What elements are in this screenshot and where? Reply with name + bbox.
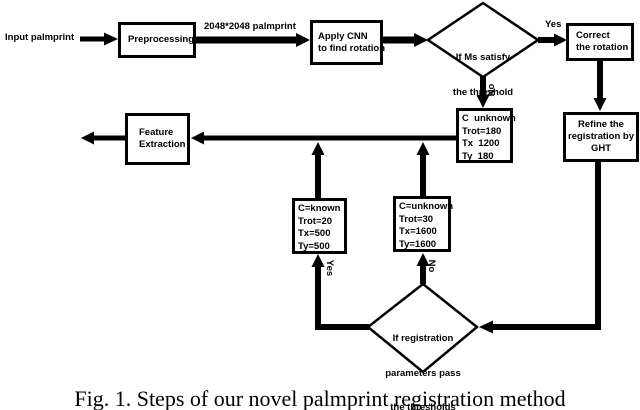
arrowhead-diamond-to-correct: [554, 33, 567, 47]
param-line: Tx 1200: [462, 138, 500, 149]
node-refine-ght-line: GHT: [590, 143, 612, 154]
arrowhead-input-to-preprocessing: [104, 32, 118, 46]
param-line: C=unknown: [399, 201, 454, 212]
node-apply-cnn: Apply CNN to find rotation: [310, 20, 386, 65]
node-correct-rotation-line: the rotation: [576, 42, 629, 53]
param-line: Trot=20: [298, 215, 333, 227]
decision-line: parameters pass: [385, 367, 461, 379]
decision-line: the thresholds: [390, 402, 456, 410]
decision-ms-threshold-text: If Ms satisfy the threshold: [433, 29, 533, 121]
arrowhead-refine-to-diamond: [479, 320, 493, 334]
param-line: Ty 180: [462, 150, 494, 162]
node-params-unknown-180: C unknown Trot=180 Tx 1200 Ty 180: [456, 108, 516, 163]
param-line: Trot=30: [399, 213, 434, 225]
no-label-bottom: No: [426, 259, 437, 273]
param-line: Tx=1600: [399, 226, 437, 237]
node-refine-ght-line: Refine the: [578, 119, 624, 130]
node-correct-rotation-line: Correct: [576, 30, 610, 41]
arrowhead-preprocessing-to-cnn: [296, 33, 310, 47]
yes-label-top: Yes: [545, 19, 562, 30]
param-line: Trot=180: [462, 125, 502, 137]
node-preprocessing: Preprocessing: [118, 22, 196, 58]
arrowhead-yes-to-known20: [311, 254, 325, 267]
param-line: Ty=1600: [399, 238, 437, 250]
decision-line: If Ms satisfy: [455, 52, 511, 63]
node-feature-extraction-line: Extraction: [139, 139, 186, 150]
elbow-diamond-yes-to-known20: [315, 265, 369, 330]
arrowhead-known20-up: [311, 142, 325, 155]
node-correct-rotation: Correct the rotation: [566, 23, 634, 61]
arrowhead-diamond-no-to-params180: [476, 95, 490, 108]
param-line: C unknown: [462, 113, 516, 124]
decision-line: the threshold: [452, 86, 514, 98]
node-params-unknown-30: C=unknown Trot=30 Tx=1600 Ty=1600: [393, 196, 454, 252]
elbow-refine-to-diamond: [492, 160, 601, 330]
node-params-known-20: C=known Trot=20 Tx=500 Ty=500: [292, 198, 347, 254]
arrowhead-no-to-unknown30: [416, 253, 430, 266]
resolution-label: 2048*2048 palmprint: [204, 21, 296, 32]
decision-diamond-registration-pass: [365, 282, 479, 374]
figure-caption: Fig. 1. Steps of our novel palmprint reg…: [74, 386, 566, 410]
arrowhead-unknown30-up: [416, 142, 430, 155]
node-preprocessing-line: Preprocessing: [128, 34, 194, 45]
param-line: Tx=500: [298, 228, 331, 239]
arrowhead-collector-to-feature-extraction: [191, 131, 204, 145]
node-refine-ght-line: registration by: [568, 131, 634, 142]
node-refine-ght: Refine the registration by GHT: [563, 112, 639, 162]
decision-line: If registration: [392, 333, 454, 344]
arrowhead-feature-extraction-out: [81, 131, 94, 145]
node-feature-extraction-line: Feature: [139, 127, 174, 138]
node-apply-cnn-line: Apply CNN: [318, 30, 368, 42]
input-palmprint-label: Input palmprint: [5, 32, 75, 43]
arrowhead-cnn-to-diamond: [414, 33, 428, 47]
yes-label-bottom: Yes: [324, 259, 335, 277]
node-apply-cnn-line: to find rotation: [318, 42, 386, 54]
arrowhead-correct-to-refine: [593, 98, 607, 111]
param-line: Ty=500: [298, 240, 330, 252]
decision-registration-pass-text: If registration parameters pass the thre…: [373, 310, 473, 410]
param-line: C=known: [298, 203, 341, 214]
node-feature-extraction: Feature Extraction: [125, 113, 190, 165]
